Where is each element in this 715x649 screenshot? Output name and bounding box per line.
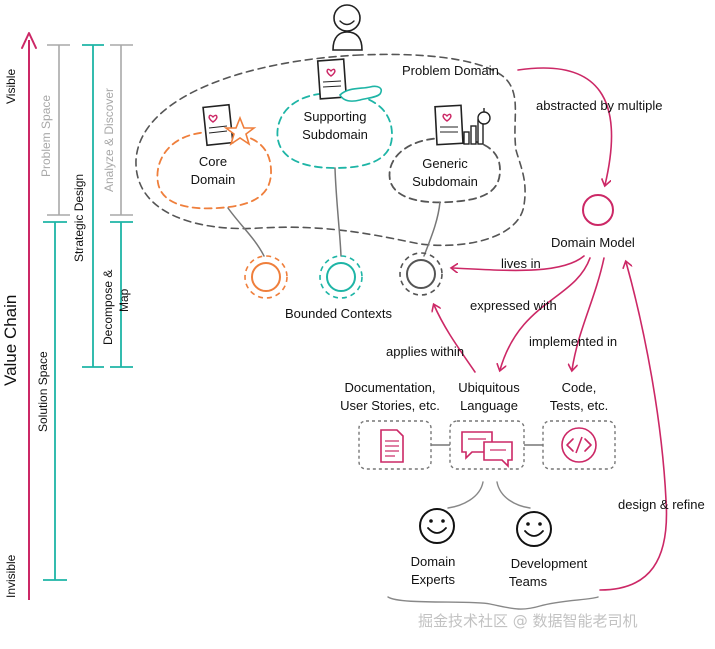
arrow-expressed-with [500, 257, 591, 370]
smiley-icon [419, 508, 455, 544]
generic-subdomain-label-line1: Generic [422, 156, 468, 171]
code-label-line2: Tests, etc. [550, 398, 609, 413]
domain-experts-label-line2: Experts [411, 572, 456, 587]
smiley-icon [516, 511, 552, 547]
supporting-subdomain-label-line1: Supporting [304, 109, 367, 124]
arrow-abstracted [517, 67, 613, 185]
document-heart-icon [316, 58, 348, 100]
applies-within-label: applies within [386, 344, 464, 359]
connector-supporting-to-context [334, 167, 342, 257]
connector-generic-to-context [423, 201, 441, 257]
arrow-implemented-in [572, 257, 605, 370]
gear-icon [477, 108, 491, 125]
ubiquitous-language-box [449, 420, 525, 470]
ubiquitous-language-label-line1: Ubiquitous [458, 380, 520, 395]
value-chain-label: Value Chain [1, 295, 20, 386]
people-group-brace [387, 596, 599, 610]
bounded-contexts-label: Bounded Contexts [285, 306, 392, 321]
person-icon [332, 4, 363, 51]
generic-subdomain-label-line2: Subdomain [412, 174, 478, 189]
supporting-subdomain-label-line2: Subdomain [302, 127, 368, 142]
implemented-in-label: implemented in [529, 334, 617, 349]
supporting-subdomain-boundary [276, 92, 393, 169]
arrow-applies-within [434, 305, 476, 373]
ubiquitous-language-label-line2: Language [460, 398, 518, 413]
decompose-map-label-line2: Map [117, 288, 131, 312]
arrow-lives-in [452, 255, 585, 270]
analyze-discover-label: Analyze & Discover [102, 88, 116, 192]
problem-domain-boundary [135, 53, 526, 247]
bar-chart-icon [463, 119, 484, 145]
document-heart-icon [434, 104, 464, 146]
lives-in-label: lives in [501, 256, 541, 271]
core-domain-label-line2: Domain [191, 172, 236, 187]
star-icon [223, 115, 257, 146]
strategic-design-bracket [82, 44, 104, 368]
bounded-context-generic [399, 252, 443, 296]
bounded-context-core [244, 255, 288, 299]
arrow-design-refine [599, 262, 668, 591]
documentation-label-line1: Documentation, [344, 380, 435, 395]
chat-bubbles-icon [461, 431, 513, 468]
value-chain-axis [21, 32, 37, 600]
visible-label: Visible [4, 69, 18, 104]
domain-model-node [582, 194, 614, 226]
hand-icon [339, 85, 383, 102]
documentation-label-line2: User Stories, etc. [340, 398, 440, 413]
expressed-with-label: expressed with [470, 298, 557, 313]
development-teams-label-line1: Development [511, 556, 588, 571]
code-icon [561, 427, 597, 463]
core-domain-label-line1: Core [199, 154, 227, 169]
decompose-map-bracket [110, 221, 133, 368]
problem-space-label: Problem Space [39, 95, 53, 177]
documentation-box [358, 420, 432, 470]
code-box [542, 420, 616, 470]
document-heart-icon [202, 103, 234, 147]
code-label-line1: Code, [562, 380, 597, 395]
connector-core-to-context [227, 207, 265, 257]
solution-space-bracket [43, 221, 67, 581]
decompose-map-label-line1: Decompose & [101, 270, 115, 345]
strategic-design-label: Strategic Design [72, 174, 86, 262]
connector-ul-to-people [447, 481, 531, 509]
abstracted-label: abstracted by multiple [536, 98, 662, 113]
domain-experts-label-line1: Domain [411, 554, 456, 569]
development-teams-label-line2: Teams [509, 574, 548, 589]
watermark: 掘金技术社区 @ 数据智能老司机 [418, 612, 638, 630]
design-refine-label: design & refine [618, 497, 705, 512]
domain-model-label: Domain Model [551, 235, 635, 250]
generic-subdomain-boundary [388, 137, 501, 204]
document-icon [380, 429, 404, 463]
analyze-discover-bracket [110, 44, 133, 216]
core-domain-boundary [156, 131, 272, 210]
solution-space-label: Solution Space [36, 351, 50, 432]
invisible-label: Invisible [4, 554, 18, 598]
problem-space-bracket [47, 44, 70, 216]
bounded-context-supporting [319, 255, 363, 299]
problem-domain-label: Problem Domain [402, 63, 499, 78]
